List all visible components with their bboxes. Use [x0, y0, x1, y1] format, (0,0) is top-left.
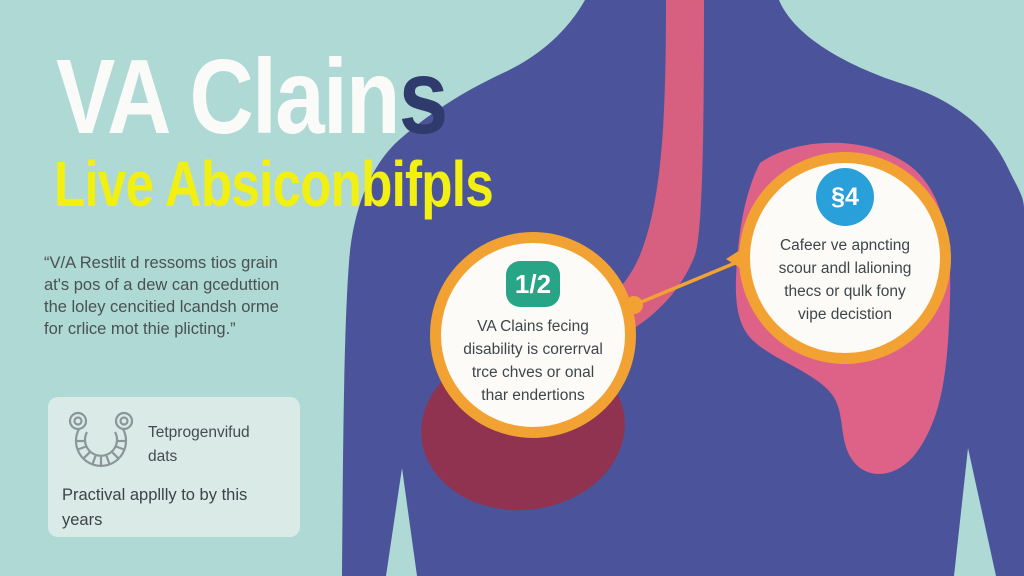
callout-text-line: thar endertions: [481, 387, 585, 404]
connector-line: [633, 259, 741, 307]
info-card-body-line: Practival appllly to by this: [62, 486, 248, 504]
info-card-title-line: dats: [148, 448, 178, 465]
callout-text-line: thecs or qulk fony: [784, 283, 906, 300]
info-card-body-line: years: [62, 511, 103, 529]
callout-text-line: VA Clains fecing: [477, 318, 589, 335]
info-card-title: Tetprogenvifud dats: [148, 421, 250, 469]
section-badge: §4: [816, 168, 874, 226]
callout-right: §4 Cafeer ve apncting scour andl lalioni…: [739, 152, 951, 364]
ribbon-spiral-icon: [62, 405, 140, 480]
callout-left: 1/2 VA Clains fecing disability is corer…: [430, 232, 636, 438]
esophagus-shape: [520, 0, 704, 360]
callout-text-line: scour andl lalioning: [778, 260, 912, 277]
info-card: Tetprogenvifud dats Practival appllly to…: [48, 397, 300, 537]
quote-line: for crlice mot thie plicting.”: [44, 320, 236, 338]
callout-right-text: Cafeer ve apncting scour andl lalioning …: [750, 234, 940, 326]
info-card-body: Practival appllly to by this years: [62, 483, 247, 533]
arm-gap-right: [954, 448, 996, 576]
page-title-main: VA Clain: [56, 38, 400, 156]
page-title-accent-letter: s: [398, 38, 449, 156]
page-title: VA Clains: [56, 44, 448, 150]
callout-text-line: disability is corerrval: [463, 341, 603, 358]
callout-text-line: Cafeer ve apncting: [779, 237, 911, 254]
callout-text-line: vipe decistion: [798, 306, 892, 323]
quote-block: “V/A Restlit d ressoms tios grain at's p…: [44, 252, 314, 340]
arm-gap-left: [386, 468, 417, 576]
info-card-title-line: Tetprogenvifud: [148, 424, 250, 441]
callout-text-line: trce chves or onal: [471, 364, 595, 381]
quote-line: the loley cencitied lcandsh orme: [44, 298, 279, 316]
page-subtitle: Live Absiconbifpls: [54, 148, 494, 220]
quote-line: at's pos of a dew can gceduttion: [44, 276, 280, 294]
fraction-badge: 1/2: [506, 261, 560, 307]
callout-left-text: VA Clains fecing disability is corerrval…: [441, 315, 625, 407]
quote-line: “V/A Restlit d ressoms tios grain: [44, 254, 278, 272]
